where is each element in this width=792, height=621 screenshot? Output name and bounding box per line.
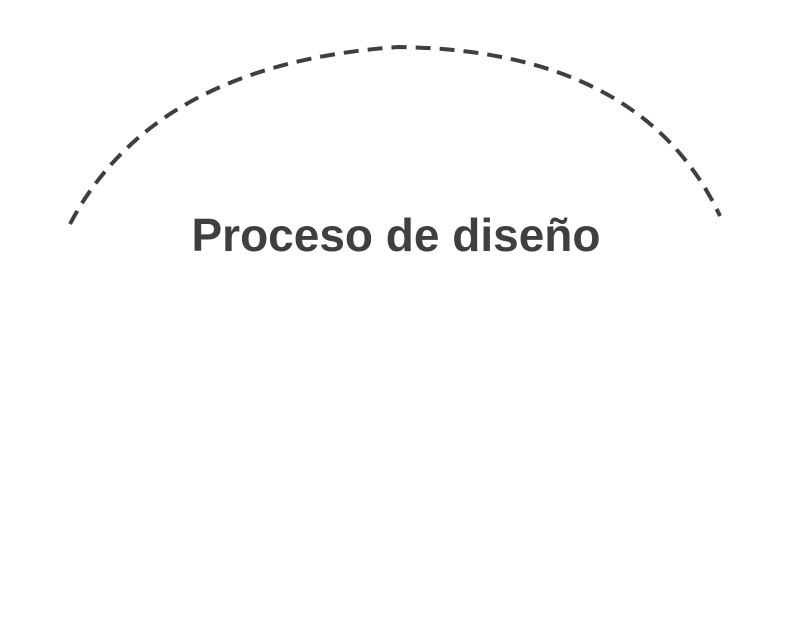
diagram-title: Proceso de diseño bbox=[191, 209, 601, 261]
dashed-arc bbox=[68, 44, 722, 225]
